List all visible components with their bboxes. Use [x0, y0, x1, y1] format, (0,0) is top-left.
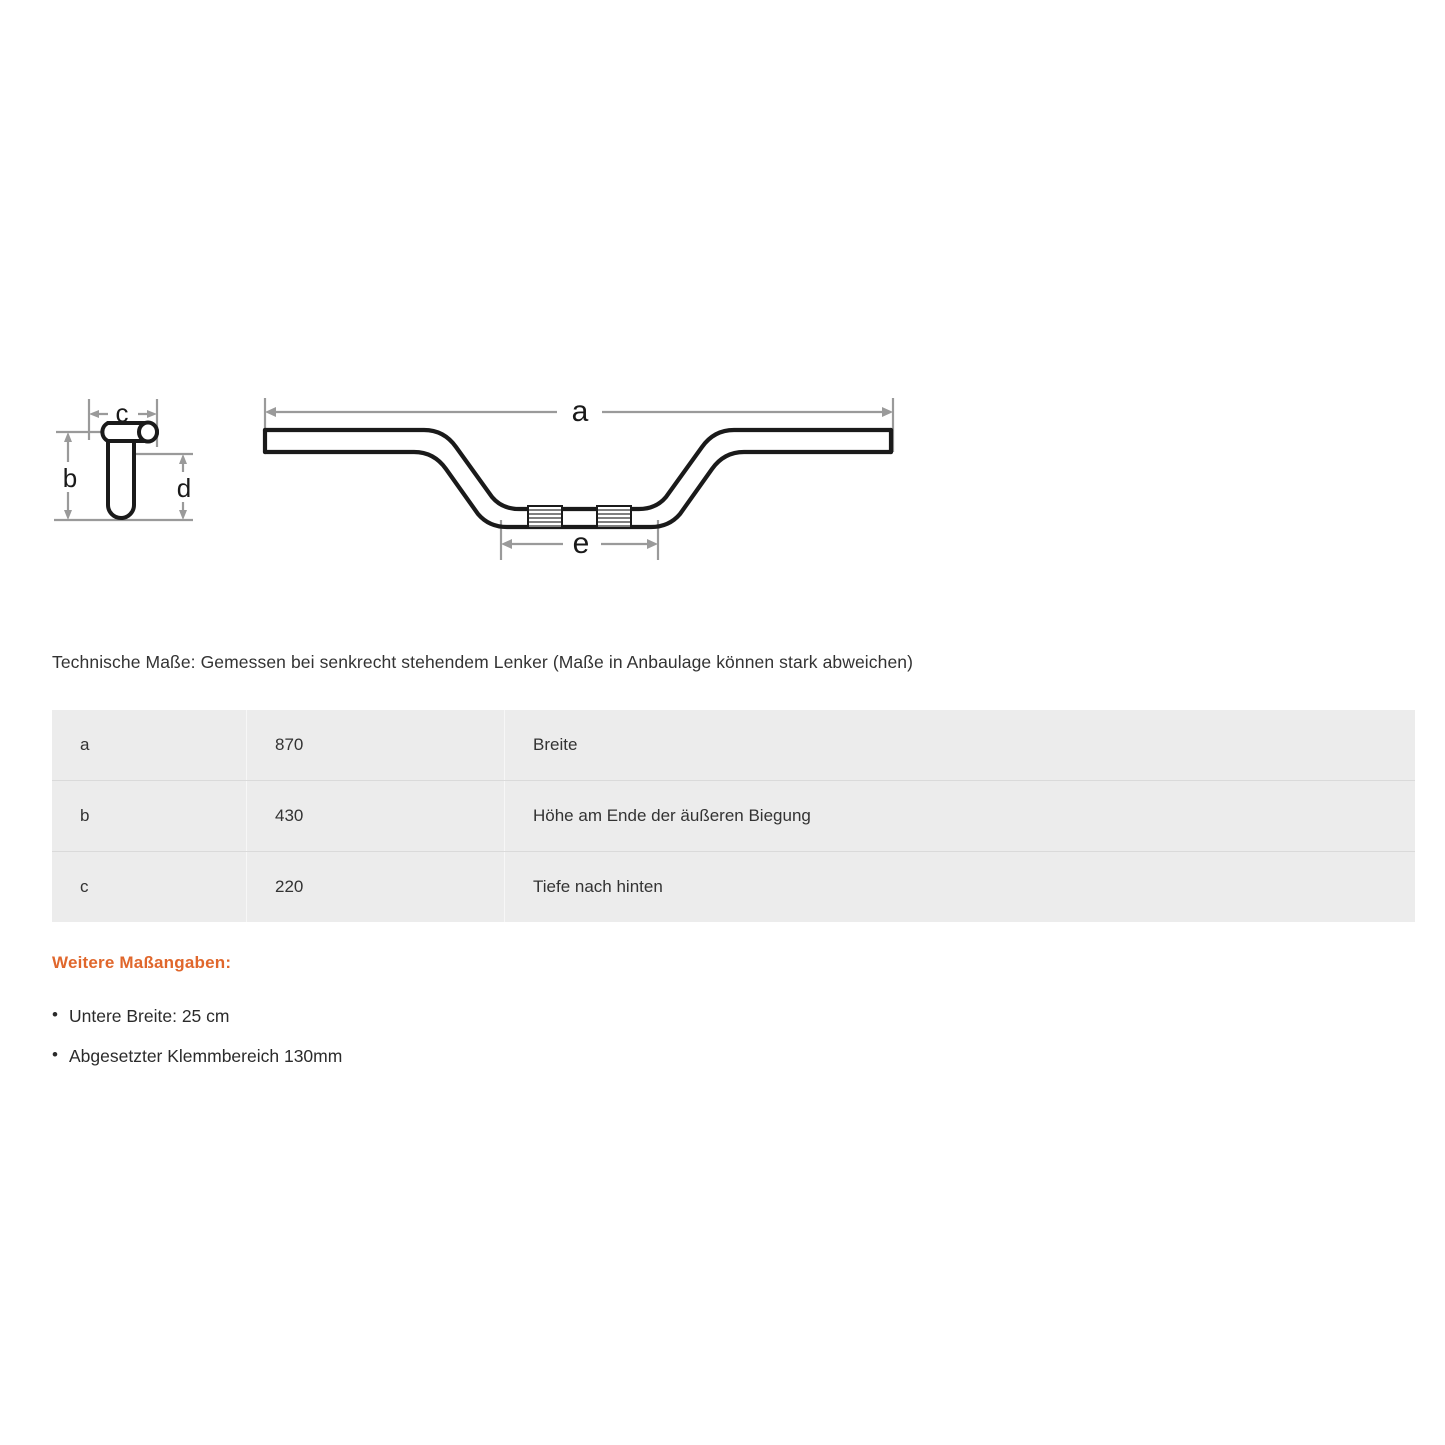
- list-item: • Untere Breite: 25 cm: [52, 1005, 342, 1029]
- dimension-d: d: [172, 454, 196, 520]
- dimension-e: e: [501, 524, 658, 560]
- further-measurements-list: • Untere Breite: 25 cm • Abgesetzter Kle…: [52, 1005, 342, 1084]
- table-row: a 870 Breite: [52, 710, 1415, 781]
- table-cell-desc: Tiefe nach hinten: [533, 877, 663, 896]
- dimension-b: b: [58, 432, 82, 520]
- table-row: b 430 Höhe am Ende der äußeren Biegung: [52, 780, 1415, 852]
- bullet-icon: •: [52, 1044, 58, 1064]
- further-measurements-heading: Weitere Maßangaben:: [52, 953, 232, 972]
- dimension-label-c: c: [116, 398, 129, 428]
- knurl-right-group: [596, 505, 632, 529]
- list-item: • Abgesetzter Klemmbereich 130mm: [52, 1045, 342, 1069]
- table-cell-key: a: [52, 710, 247, 781]
- table-cell-value: 220: [246, 851, 505, 922]
- list-item-label: Abgesetzter Klemmbereich 130mm: [69, 1045, 343, 1066]
- table-body: a 870 Breite b 430 Höhe am Ende der äuße…: [52, 710, 1415, 922]
- table-cell-desc: Höhe am Ende der äußeren Biegung: [504, 780, 1415, 852]
- knurl-left-group: [527, 505, 563, 529]
- dimension-label-a: a: [572, 395, 589, 428]
- dimension-a: a: [265, 392, 893, 428]
- front-view-group: a e: [262, 392, 895, 560]
- table-cell-key: b: [52, 780, 247, 852]
- dimension-label-d: d: [177, 473, 191, 503]
- dimension-label-e: e: [573, 527, 590, 560]
- technical-drawing: c b d: [0, 0, 1445, 620]
- handlebar-outline: [262, 427, 894, 530]
- table-cell-value: 430: [246, 780, 505, 852]
- side-view-tube: [100, 420, 159, 520]
- list-item-label: Untere Breite: 25 cm: [69, 1006, 230, 1026]
- handlebar-dimension-drawing: c b d: [54, 392, 895, 560]
- table-cell-key: c: [52, 851, 247, 922]
- technical-measures-caption: Technische Maße: Gemessen bei senkrecht …: [52, 652, 914, 672]
- dimension-label-b: b: [63, 463, 77, 493]
- table-cell-value: 870: [246, 710, 505, 781]
- dimension-table: a 870 Breite b 430 Höhe am Ende der äuße…: [52, 710, 1415, 922]
- table-cell-desc: Breite: [504, 710, 1415, 781]
- side-view-group: c b d: [54, 398, 196, 522]
- bullet-icon: •: [52, 1005, 58, 1024]
- table-row: c 220 Tiefe nach hinten: [52, 851, 1415, 922]
